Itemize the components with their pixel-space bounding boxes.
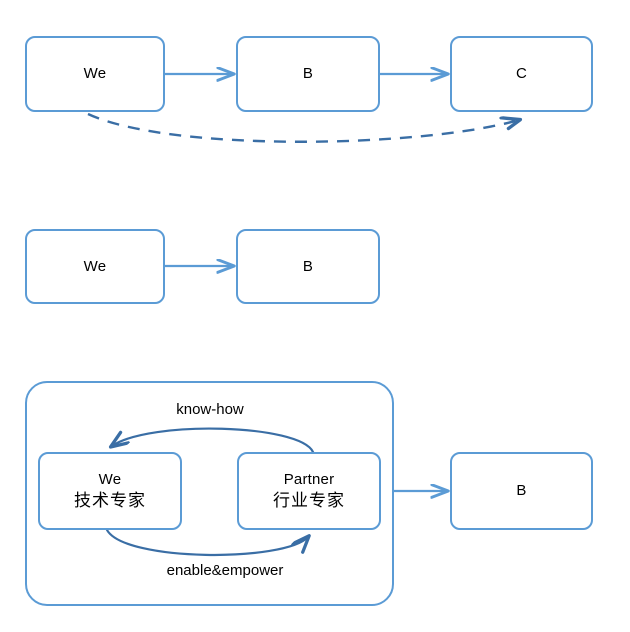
- node-label: B: [516, 482, 527, 500]
- group-container-partnership[interactable]: [25, 381, 394, 606]
- connector-r1-we-to-c-dashed: [87, 112, 519, 143]
- node-label: B: [302, 65, 314, 83]
- node-label: We: [83, 257, 107, 275]
- node-label-cn: 行业专家: [273, 490, 345, 510]
- node-label-en: We: [98, 471, 122, 489]
- edge-label-know-how: know-how: [176, 401, 244, 418]
- node-label: B: [302, 257, 314, 275]
- node-r1-b[interactable]: B: [236, 36, 380, 112]
- node-label-cn: 技术专家: [74, 490, 146, 510]
- node-label: We: [83, 65, 107, 83]
- node-r1-we[interactable]: We: [25, 36, 165, 112]
- node-label: C: [515, 65, 528, 83]
- node-r3-b[interactable]: B: [450, 452, 593, 530]
- node-label-en: Partner: [283, 471, 335, 489]
- node-r3-we[interactable]: We 技术专家: [38, 452, 182, 530]
- node-r2-we[interactable]: We: [25, 229, 165, 304]
- edge-label-enable-empower: enable&empower: [166, 562, 284, 579]
- node-r3-partner[interactable]: Partner 行业专家: [237, 452, 381, 530]
- node-r2-b[interactable]: B: [236, 229, 380, 304]
- node-r1-c[interactable]: C: [450, 36, 593, 112]
